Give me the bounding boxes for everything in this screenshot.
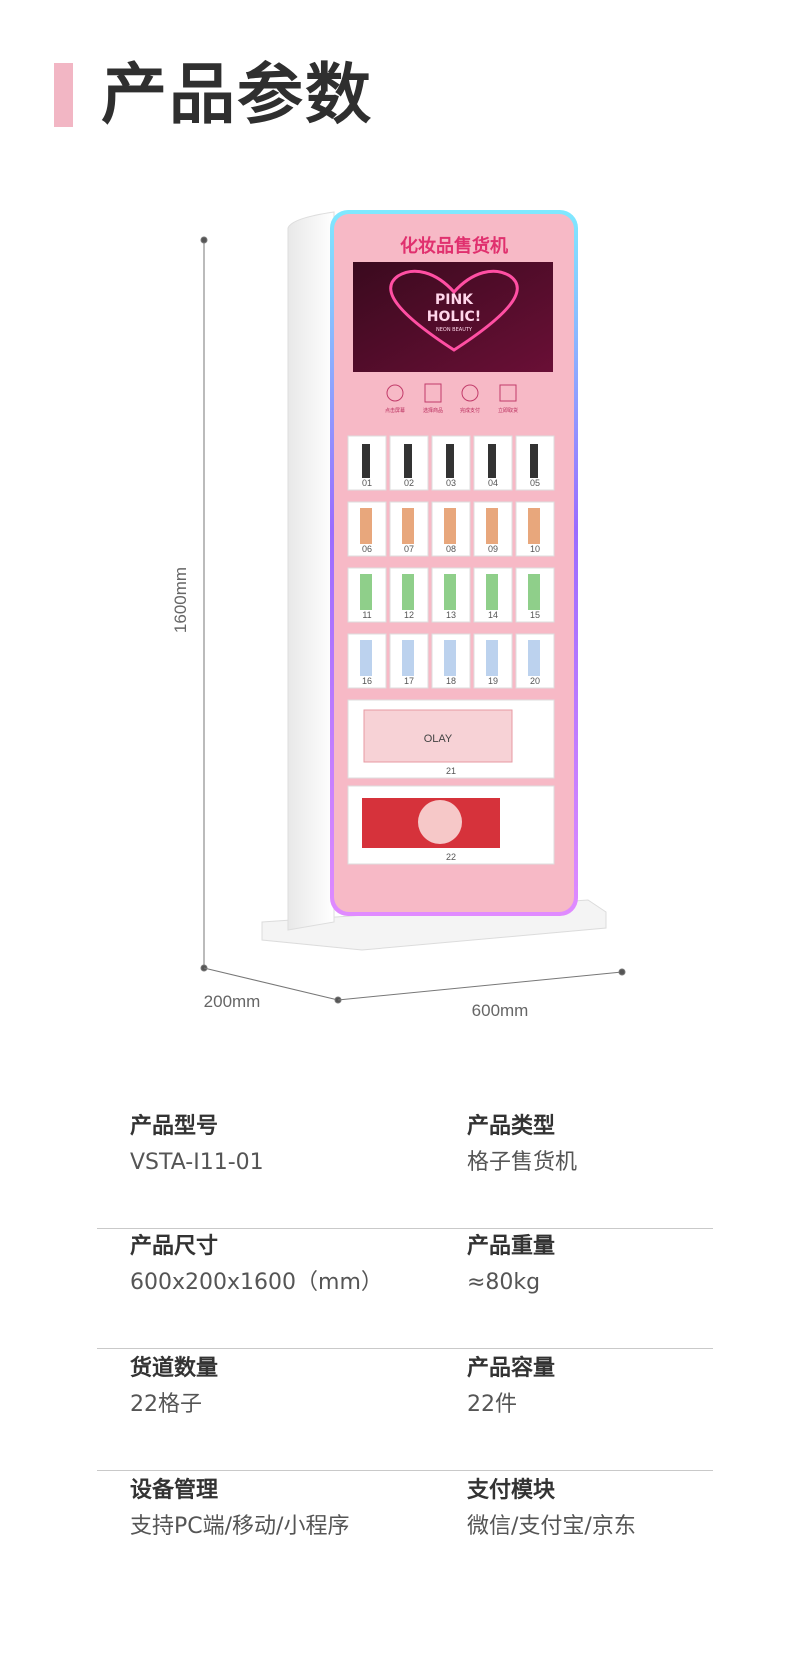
step-2: 选择商品	[423, 407, 443, 414]
spec-label: 产品重量	[467, 1234, 556, 1259]
spec-value: 支持PC端/移动/小程序	[130, 1514, 350, 1539]
step-4: 立即取货	[498, 407, 518, 414]
dimension-lines	[200, 236, 626, 1004]
slot-label: 17	[404, 676, 414, 686]
slot-label: 16	[362, 676, 372, 686]
screen-title: 化妆品售货机	[400, 235, 508, 257]
spec-cell: 货道数量 22格子	[130, 1350, 430, 1420]
spec-label: 设备管理	[130, 1478, 219, 1503]
page-title: 产品参数	[101, 56, 373, 133]
dimension-width: 600mm	[472, 1001, 529, 1020]
slot-label: 18	[446, 676, 456, 686]
dimension-depth: 200mm	[204, 992, 261, 1011]
slot-grid: 01 02 03 04 05 06 07 08 09 10 11 12 13 1…	[347, 435, 555, 865]
slot-label: 01	[362, 478, 372, 488]
spec-row: 产品型号 VSTA-I11-01 产品类型 格子售货机	[97, 1108, 713, 1229]
slot-label: 15	[530, 610, 540, 620]
spec-row: 设备管理 支持PC端/移动/小程序 支付模块 微信/支付宝/京东	[97, 1472, 713, 1592]
spec-cell: 产品类型 格子售货机	[467, 1108, 767, 1178]
heading-accent-bar	[54, 63, 73, 127]
slot-label: 19	[488, 676, 498, 686]
spec-value: VSTA-I11-01	[130, 1150, 264, 1175]
spec-label: 产品尺寸	[130, 1234, 219, 1259]
slot-label: 11	[362, 610, 371, 620]
slot-label: 21	[446, 766, 456, 776]
slot-label: 22	[446, 852, 456, 862]
slot-label: 10	[530, 544, 540, 554]
spec-row: 产品尺寸 600x200x1600（mm） 产品重量 ≈80kg	[97, 1228, 713, 1349]
slot-label: 03	[446, 478, 456, 488]
dimension-height: 1600mm	[171, 567, 190, 633]
spec-cell: 设备管理 支持PC端/移动/小程序	[130, 1472, 430, 1542]
slot-label: 13	[446, 610, 456, 620]
slot-label: 02	[404, 478, 414, 488]
spec-value: ≈80kg	[467, 1270, 541, 1295]
step-1: 点击屏幕	[385, 407, 405, 414]
slot-label: 05	[530, 478, 540, 488]
spec-cell: 产品型号 VSTA-I11-01	[130, 1108, 430, 1178]
slot-label: 08	[446, 544, 456, 554]
section-heading: 产品参数	[54, 58, 373, 132]
spec-label: 货道数量	[130, 1356, 219, 1381]
spec-cell: 支付模块 微信/支付宝/京东	[467, 1472, 767, 1542]
spec-cell: 产品重量 ≈80kg	[467, 1228, 767, 1298]
spec-value: 22格子	[130, 1392, 202, 1417]
advertising-screen	[353, 262, 553, 372]
spec-value: 微信/支付宝/京东	[467, 1514, 636, 1539]
spec-value: 22件	[467, 1392, 517, 1417]
spec-label: 产品类型	[467, 1114, 556, 1139]
slot-label: 04	[488, 478, 498, 488]
spec-value: 600x200x1600（mm）	[130, 1270, 383, 1295]
slot-label: 14	[488, 610, 498, 620]
vending-machine-illustration: 化妆品售货机 PINK HOLIC! NEON BEAUTY 点击屏幕 选择商品…	[171, 210, 626, 1020]
spec-label: 支付模块	[467, 1478, 556, 1503]
box-brand: OLAY	[424, 733, 453, 745]
spec-cell: 产品容量 22件	[467, 1350, 767, 1420]
slot-label: 09	[488, 544, 498, 554]
slot-label: 06	[362, 544, 372, 554]
spec-cell: 产品尺寸 600x200x1600（mm）	[130, 1228, 430, 1298]
spec-row: 货道数量 22格子 产品容量 22件	[97, 1350, 713, 1471]
slot-label: 07	[404, 544, 414, 554]
slot-label: 20	[530, 676, 540, 686]
brand-sub: NEON BEAUTY	[436, 327, 473, 333]
spec-label: 产品容量	[467, 1356, 556, 1381]
spec-label: 产品型号	[130, 1114, 219, 1139]
purchase-steps: 点击屏幕 选择商品 完成支付 立即取货	[385, 383, 518, 414]
brand-line2: HOLIC!	[427, 309, 481, 325]
spec-value: 格子售货机	[467, 1150, 578, 1175]
slot-label: 12	[404, 610, 414, 620]
step-3: 完成支付	[460, 407, 480, 414]
brand-line1: PINK	[435, 292, 474, 308]
